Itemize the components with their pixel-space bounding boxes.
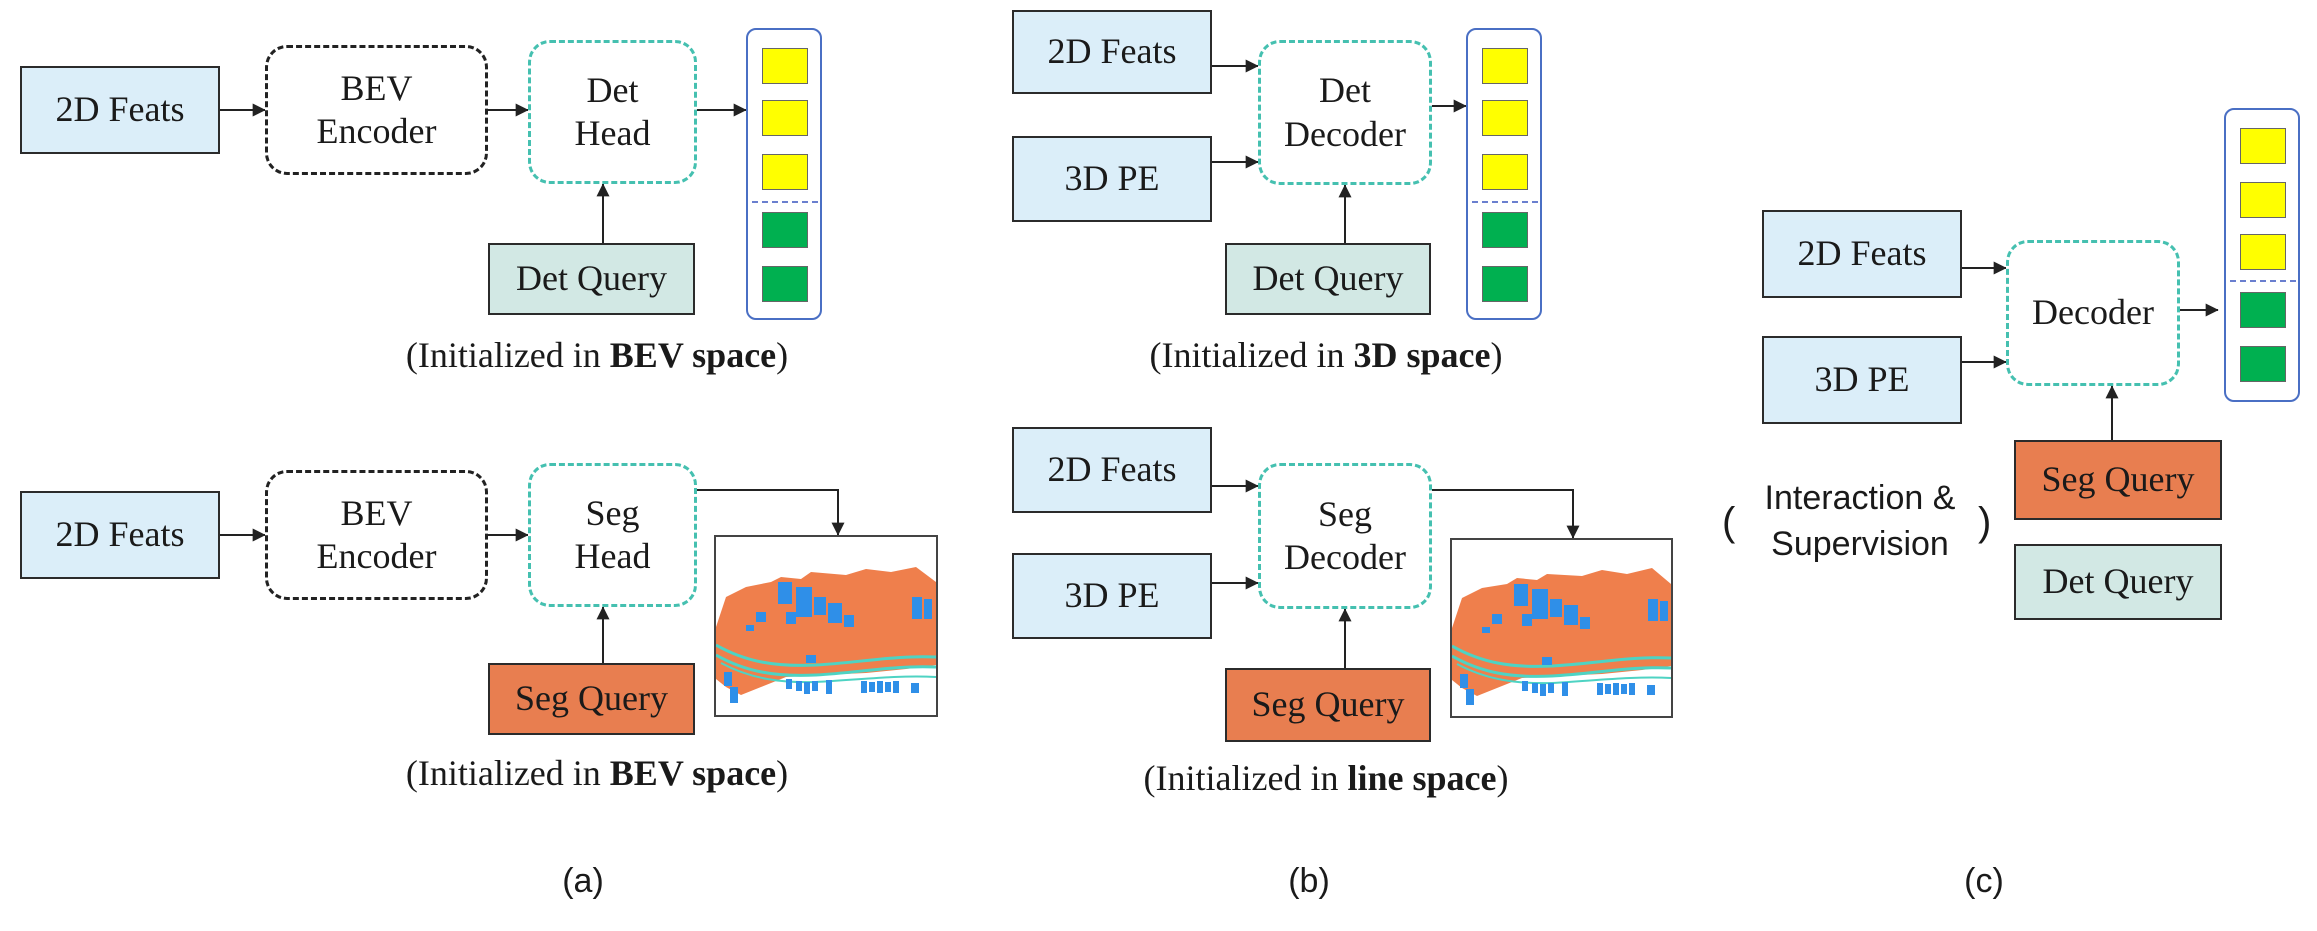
a-seg-map — [714, 535, 938, 717]
b-output-separator — [1472, 201, 1538, 203]
b-seg-output-slot — [1482, 212, 1528, 248]
c-det-output-slot — [2240, 234, 2286, 270]
a-det-2d-feats-box: 2D Feats — [20, 66, 220, 154]
arrow-a-seghead-to-map — [697, 489, 845, 536]
c-paren-close: ) — [1978, 500, 1992, 544]
b-seg-map-image — [1452, 568, 1671, 705]
c-det-query-box: Det Query — [2014, 544, 2222, 620]
a-det-output-slot — [762, 48, 808, 84]
panel-label-a: (a) — [562, 862, 604, 900]
b-det-caption: (Initialized in 3D space) — [1149, 335, 1503, 375]
a-seg-map-image — [716, 567, 936, 703]
a-det-head-box: Det Head — [528, 40, 697, 184]
b-seg-output-slot — [1482, 266, 1528, 302]
b-seg-decoder-box: Seg Decoder — [1258, 463, 1432, 609]
b-seg-2d-feats-box: 2D Feats — [1012, 427, 1212, 513]
c-paren-open: ( — [1722, 500, 1736, 544]
a-output-separator — [752, 201, 818, 203]
b-det-output-slot — [1482, 154, 1528, 190]
a-det-query-box: Det Query — [488, 243, 695, 315]
c-seg-output-slot — [2240, 346, 2286, 382]
c-det-output-slot — [2240, 182, 2286, 218]
a-det-output-slot — [762, 154, 808, 190]
a-seg-query-box: Seg Query — [488, 663, 695, 735]
b-det-2d-feats-box: 2D Feats — [1012, 10, 1212, 94]
c-output-stack — [2224, 108, 2300, 402]
c-3d-pe-box: 3D PE — [1762, 336, 1962, 424]
c-det-output-slot — [2240, 128, 2286, 164]
a-det-caption: (Initialized in BEV space) — [405, 335, 789, 375]
a-seg-head-box: Seg Head — [528, 463, 697, 607]
a-det-bev-encoder-box: BEV Encoder — [265, 45, 488, 175]
b-output-stack — [1466, 28, 1542, 320]
b-seg-caption: (Initialized in line space) — [1143, 758, 1509, 798]
c-interaction-supervision-text: Interaction & Supervision — [1764, 479, 1956, 563]
c-decoder-box: Decoder — [2006, 240, 2180, 386]
b-det-query-box: Det Query — [1225, 243, 1431, 315]
a-seg-output-slot — [762, 266, 808, 302]
arrow-b-segdecoder-to-map — [1432, 489, 1580, 539]
b-det-output-slot — [1482, 100, 1528, 136]
c-2d-feats-box: 2D Feats — [1762, 210, 1962, 298]
a-output-stack — [746, 28, 822, 320]
b-det-3d-pe-box: 3D PE — [1012, 136, 1212, 222]
b-seg-map — [1450, 538, 1673, 718]
a-seg-output-slot — [762, 212, 808, 248]
a-seg-caption: (Initialized in BEV space) — [405, 753, 789, 793]
b-det-output-slot — [1482, 48, 1528, 84]
c-output-separator — [2230, 280, 2296, 282]
panel-label-c: (c) — [1964, 862, 2004, 900]
a-seg-2d-feats-box: 2D Feats — [20, 491, 220, 579]
b-det-decoder-box: Det Decoder — [1258, 40, 1432, 185]
b-seg-query-box: Seg Query — [1225, 668, 1431, 742]
a-seg-bev-encoder-box: BEV Encoder — [265, 470, 488, 600]
panel-label-b: (b) — [1288, 862, 1330, 900]
c-seg-query-box: Seg Query — [2014, 440, 2222, 520]
b-seg-3d-pe-box: 3D PE — [1012, 553, 1212, 639]
c-seg-output-slot — [2240, 292, 2286, 328]
a-det-output-slot — [762, 100, 808, 136]
